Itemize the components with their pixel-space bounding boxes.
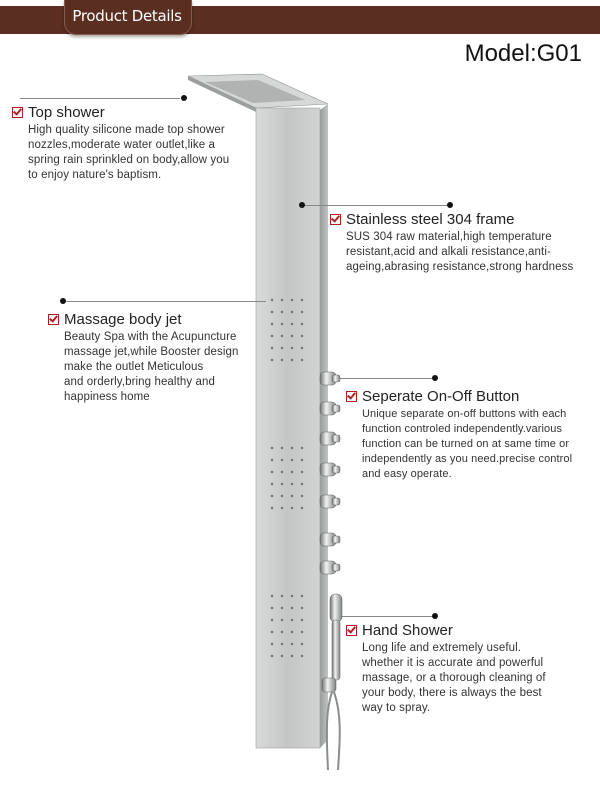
feature-top-shower: Top shower High quality silicone made to… [12, 104, 252, 183]
leader-stainless-frame [305, 205, 450, 206]
feature-desc-line: resistant,acid and alkali resistance,ant… [346, 246, 551, 258]
checkbox-icon [330, 214, 341, 225]
feature-desc-line: function controled independently.various [362, 423, 563, 435]
feature-massage-jet: Massage body jet Beauty Spa with the Acu… [48, 311, 253, 405]
feature-desc-line: happiness home [64, 391, 150, 403]
feature-desc-line: massage jet,while Booster design [64, 346, 239, 358]
feature-desc-line: independently as you need.precise contro… [362, 453, 573, 465]
massage-jets-middle [270, 446, 304, 510]
hand-shower [321, 593, 343, 693]
dot-stainless-frame-end [447, 202, 453, 208]
shower-hose [325, 691, 341, 771]
leader-massage-jet [66, 301, 266, 302]
feature-title: Hand Shower [362, 622, 453, 639]
feature-on-off-button: Seperate On-Off Button Unique separate o… [346, 388, 596, 482]
checkbox-icon [346, 391, 357, 402]
dot-massage-jet [60, 298, 66, 304]
feature-desc-line: spring rain sprinkled on body,allow you [28, 154, 230, 166]
feature-desc-line: Beauty Spa with the Acupuncture [64, 331, 237, 343]
dot-top-shower [181, 95, 187, 101]
feature-desc-line: make the outlet Meticulous [64, 361, 204, 373]
massage-jets-lower [270, 594, 304, 658]
feature-desc-line: to enjoy nature's baptism. [28, 169, 162, 181]
feature-desc-line: Unique separate on-off buttons with each [362, 408, 567, 420]
top-shower-nozzles [205, 80, 305, 103]
feature-desc-line: ageing,abrasing resistance,strong hardne… [346, 261, 574, 273]
feature-title: Massage body jet [64, 311, 182, 328]
header-tab [64, 0, 192, 35]
dot-stainless-frame [299, 202, 305, 208]
leader-on-off-button [340, 378, 435, 379]
feature-desc-line: nozzles,moderate water outlet,like a [28, 139, 216, 151]
feature-hand-shower: Hand Shower Long life and extremely usef… [346, 622, 586, 716]
feature-desc-line: whether it is accurate and powerful [362, 657, 544, 669]
model-label: Model:G01 [464, 40, 582, 67]
feature-title: Stainless steel 304 frame [346, 211, 515, 228]
panel-front [255, 107, 321, 749]
feature-title: Top shower [28, 104, 105, 121]
checkbox-icon [48, 314, 59, 325]
feature-desc-line: SUS 304 raw material,high temperature [346, 231, 552, 243]
checkbox-icon [12, 107, 23, 118]
leader-hand-shower [342, 616, 434, 617]
feature-stainless-frame: Stainless steel 304 frame SUS 304 raw ma… [330, 211, 595, 275]
feature-desc-line: and easy operate. [362, 468, 452, 480]
dot-hand-shower [432, 613, 438, 619]
checkbox-icon [346, 625, 357, 636]
feature-desc-line: function can be turned on at same time o… [362, 438, 570, 450]
feature-title: Seperate On-Off Button [362, 388, 520, 405]
feature-desc-line: way to spray. [362, 702, 431, 714]
feature-desc-line: massage, or a thorough cleaning of [362, 672, 546, 684]
on-off-buttons [319, 371, 341, 575]
massage-jets-upper [270, 298, 304, 362]
feature-desc-line: High quality silicone made top shower [28, 124, 225, 136]
dot-on-off-button [432, 375, 438, 381]
panel-side [320, 104, 328, 748]
feature-desc-line: and orderly,bring healthy and [64, 376, 216, 388]
header-title: Product Details [72, 7, 182, 25]
feature-desc-line: Long life and extremely useful. [362, 642, 522, 654]
feature-desc-line: your body, there is always the best [362, 687, 542, 699]
leader-top-shower [20, 98, 180, 99]
